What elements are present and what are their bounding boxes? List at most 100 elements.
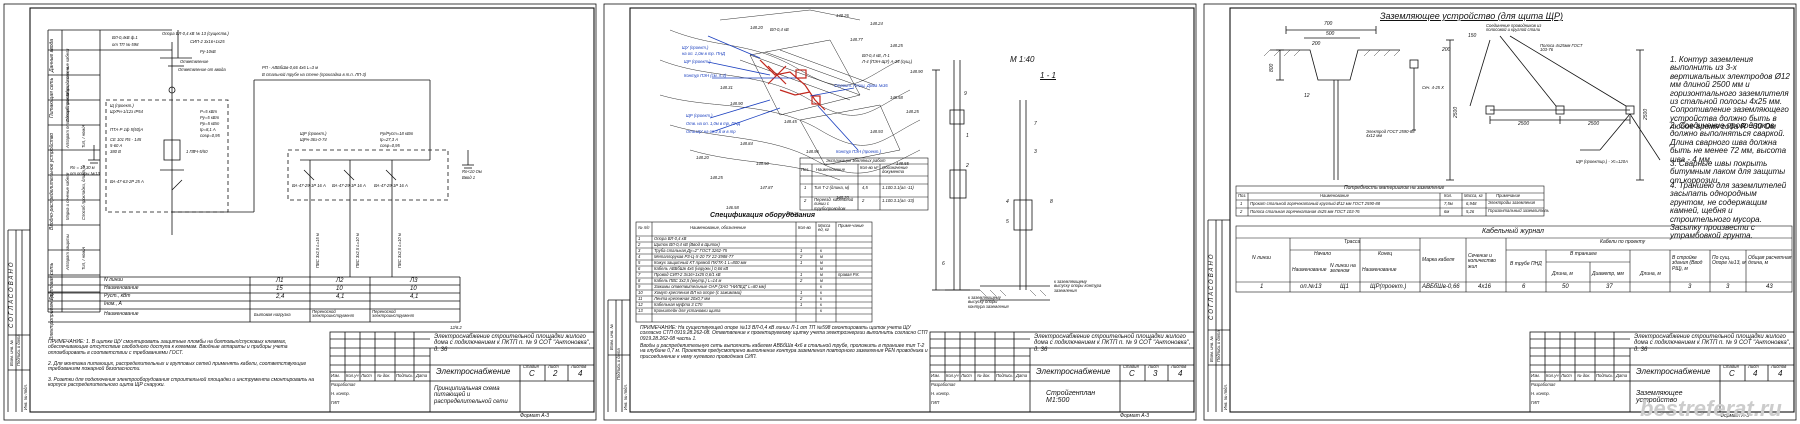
meter-label: 5-60 А bbox=[110, 143, 123, 148]
table-cell: Л3 bbox=[410, 278, 418, 284]
plan-label: ВЛ-0,4 кВ, Л-1 bbox=[862, 53, 890, 58]
watermark: bestreferat.ru bbox=[1640, 396, 1782, 421]
exec-cell: 1.100.3.1(ал.-33) bbox=[882, 198, 915, 203]
elevation-mark: 148.20 bbox=[696, 155, 709, 160]
elevation-mark: 146.58 bbox=[726, 205, 739, 210]
callout-number: 8 bbox=[1050, 199, 1053, 205]
annotation: cosφ=0,95 bbox=[200, 133, 220, 138]
note: 3. Сварные швы покрыть битумным лаком дл… bbox=[1670, 159, 1786, 185]
elevation-mark: 148.96 bbox=[806, 149, 819, 154]
table-cell: 10 bbox=[336, 286, 343, 292]
mat-title: Потребность материалов на заземление bbox=[1344, 185, 1445, 191]
spec-cell: 10 bbox=[638, 290, 643, 295]
mat-cell: 6м bbox=[1444, 209, 1450, 214]
spec-cell: к bbox=[820, 284, 822, 289]
plan-label: Строит. Площ. Дома №36 bbox=[834, 83, 888, 88]
exec-cell: 4,5 bbox=[862, 185, 868, 190]
annotation: ВЛ-0,4кВ ф.1 bbox=[112, 35, 138, 40]
mat-head: Наименование bbox=[1320, 193, 1349, 198]
spec-head: Приме-чание bbox=[838, 223, 864, 228]
spec-cell: 2 bbox=[800, 278, 803, 283]
cable-cell: 50 bbox=[1562, 284, 1569, 290]
elevation-mark: 148.58 bbox=[890, 95, 903, 100]
stamp-section: Электроснабжение bbox=[1036, 367, 1111, 376]
stamp-head: Лист bbox=[548, 364, 559, 369]
elevation-mark: 148.21 bbox=[786, 211, 799, 216]
callout-number: 7 bbox=[1034, 121, 1037, 127]
spec-cell: к bbox=[820, 296, 822, 301]
footnote: 2. Для монтажа питающих, распределительн… bbox=[48, 361, 307, 373]
cable-head: В трубе ПНД bbox=[1510, 261, 1542, 267]
elevation-mark: 148.50 bbox=[756, 161, 769, 166]
elevation-mark: 148.20 bbox=[836, 195, 849, 200]
drawing-label: Соединение проводников из полосовой и кр… bbox=[1486, 23, 1542, 33]
table-row-label: Наименование bbox=[104, 311, 139, 317]
spec-cell: 1 bbox=[800, 260, 803, 265]
annotation: Ввод 1 bbox=[462, 175, 476, 180]
stamp-head: Изм. bbox=[331, 373, 340, 378]
elevation-mark: 148.25 bbox=[710, 175, 723, 180]
cable-head: В траншее bbox=[1570, 251, 1597, 257]
elevation-mark: 148.25 bbox=[890, 43, 903, 48]
exec-cell: 2 bbox=[804, 198, 807, 203]
scale-label: М 1:40 bbox=[1010, 55, 1035, 64]
stamp-head: Лист bbox=[1561, 373, 1572, 378]
plan-label: Л-4 (ПЭН-ЩУ) А-35 (сущ.) bbox=[862, 59, 913, 64]
stamp-stage: С bbox=[1729, 369, 1735, 378]
table-cell: 4,1 bbox=[410, 294, 419, 300]
stamp-sheet: 2 bbox=[553, 369, 558, 378]
spec-head: Кол-во bbox=[798, 225, 811, 230]
side-label: Подпись и дата bbox=[616, 348, 621, 380]
cable-cell: 3 bbox=[1688, 284, 1692, 290]
stamp-project: Электроснабжение строительной площадки ж… bbox=[434, 334, 591, 353]
dimension: 2500 bbox=[1453, 106, 1459, 118]
elevation-mark: 148.90 bbox=[910, 69, 923, 74]
stamp-head: Дата bbox=[1016, 373, 1028, 378]
drawing-label: Полоса 4х25мм ГОСТ 103-76 bbox=[1540, 43, 1583, 53]
exec-head: Поз. bbox=[801, 167, 810, 172]
dimension: 800 bbox=[1269, 63, 1275, 72]
footnote: ПРИМЕЧАНИЕ: 1. В щитке ЩУ смонтировать з… bbox=[48, 339, 288, 356]
spec-cell: 13 bbox=[638, 308, 643, 313]
stamp-head: Лист bbox=[361, 373, 372, 378]
note: 2. Соединение проводников должно выполня… bbox=[1670, 121, 1787, 164]
stamp-head: Подпись bbox=[996, 373, 1013, 378]
spec-cell: Провод СИП-2 3х16+1х25 0,6/1 кВ bbox=[654, 272, 721, 277]
stamp-head: № док. bbox=[1577, 373, 1591, 378]
annotation: СИП-2 3х16+1х25 bbox=[190, 39, 225, 44]
stamp-title: Заземляющее устройство bbox=[1636, 390, 1683, 405]
stamp-sheets: 4 bbox=[1778, 369, 1783, 378]
stamp-role: Разработал bbox=[931, 382, 956, 387]
dimension: 150 bbox=[1468, 33, 1477, 39]
meter-label: ВА-47-63-2Р 25 А bbox=[110, 179, 144, 184]
dimension: 200 bbox=[1312, 41, 1321, 47]
plan-label: Контур ПЭН (см. л.4) bbox=[684, 73, 727, 78]
spec-cell: м bbox=[820, 254, 823, 259]
spec-head: № п/п bbox=[638, 225, 650, 230]
exec-head: Наименование bbox=[816, 167, 845, 172]
side-label: Инв. № подл. bbox=[23, 384, 28, 410]
table-cell: 10 bbox=[410, 286, 417, 292]
stamp-sheet: 3 bbox=[1153, 369, 1158, 378]
spec-cell: 1 bbox=[800, 302, 803, 307]
stamp-sheet: 4 bbox=[1753, 369, 1758, 378]
dimension: 700 bbox=[1324, 21, 1333, 27]
row-label: Тип, I ном/A bbox=[81, 246, 86, 270]
pole-note: к заземляющему выпуску опоры контура заз… bbox=[968, 295, 1009, 309]
stamp-head: Лист bbox=[1748, 364, 1759, 369]
mat-cell: Полоса стальная горячекатаная 4х25 мм ГО… bbox=[1250, 209, 1360, 214]
pole-note: к заземляющему выпуску опоры контура заз… bbox=[1054, 279, 1102, 293]
spec-cell: 7 bbox=[638, 272, 641, 277]
stamp-role: ГИП bbox=[331, 400, 340, 405]
footnote: ПРИМЕЧАНИЕ: На существующей опоре №13 ВЛ… bbox=[640, 325, 928, 342]
spec-cell: Опора ВЛ-0,4 кВ bbox=[654, 236, 687, 241]
elevation-mark: 148.93 bbox=[870, 129, 883, 134]
stamp-head: Листов bbox=[1771, 364, 1787, 369]
annotation: ЩРн-36з-0-74 bbox=[300, 137, 327, 142]
side-label: Подпись и дата bbox=[16, 334, 21, 366]
spec-cell: 4 bbox=[638, 254, 641, 259]
spec-cell: 9 bbox=[638, 284, 641, 289]
spec-cell: 1 bbox=[800, 248, 803, 253]
stamp-role: ГИП bbox=[1531, 400, 1540, 405]
cable-subhead: Наименование bbox=[1362, 267, 1397, 273]
